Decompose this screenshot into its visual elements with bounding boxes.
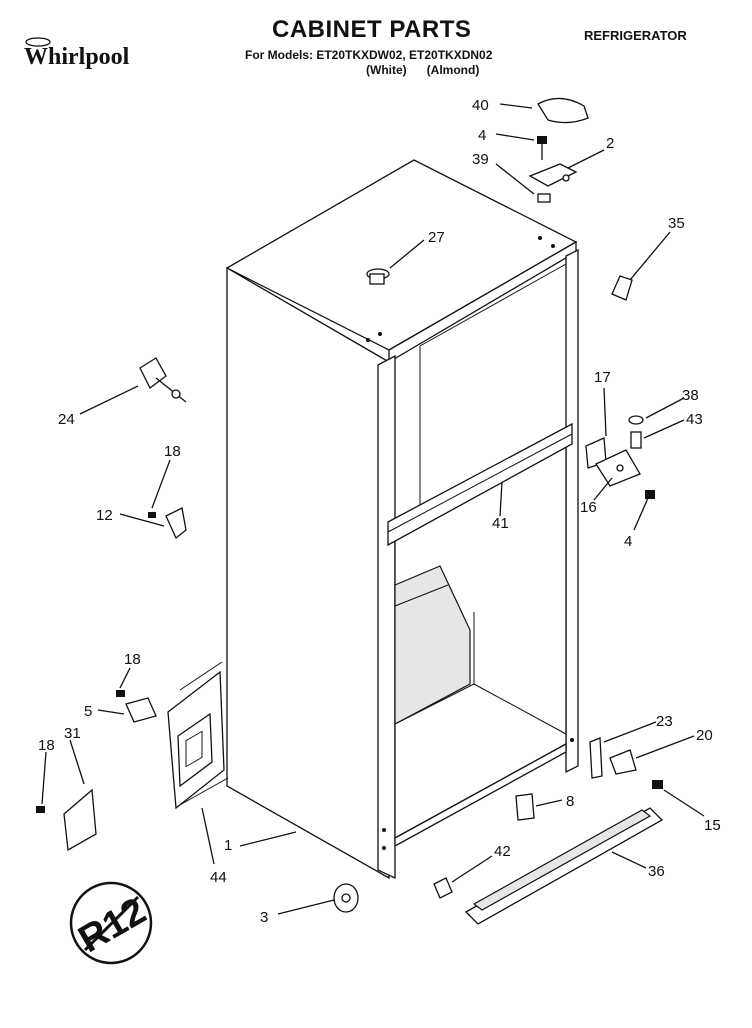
callout-31: 31 <box>64 725 81 742</box>
bottom-hinge <box>589 737 637 779</box>
logo-emblem-icon <box>25 37 51 47</box>
mounting-bracket-lower <box>116 690 157 723</box>
callout-5: 5 <box>84 703 92 720</box>
callout-4-center: 4 <box>624 533 632 550</box>
refrigerant-badge: R12 <box>69 881 153 965</box>
callout-20: 20 <box>696 727 713 744</box>
leader-lines <box>41 103 705 915</box>
callout-labels: 40 4 2 39 35 27 24 17 38 43 18 12 16 41 … <box>38 97 721 926</box>
callout-1: 1 <box>224 837 232 854</box>
callout-12: 12 <box>96 507 113 524</box>
cabinet-shell <box>225 159 579 880</box>
grille-clip <box>433 877 453 899</box>
hinge-pin-cover <box>611 275 633 301</box>
leveling-block <box>515 793 535 821</box>
side-cover-plate <box>36 788 97 852</box>
top-hinge <box>528 163 578 187</box>
callout-17: 17 <box>594 369 611 386</box>
hinge-screw-center <box>645 490 655 499</box>
callout-36: 36 <box>648 863 665 880</box>
product-type: REFRIGERATOR <box>584 28 687 43</box>
callout-39: 39 <box>472 151 489 168</box>
callout-16: 16 <box>580 499 597 516</box>
callout-43: 43 <box>686 411 703 428</box>
callout-44: 44 <box>210 869 227 886</box>
mounting-bracket-upper <box>148 507 187 540</box>
callout-38: 38 <box>682 387 699 404</box>
shelf-support <box>139 357 187 403</box>
callout-3: 3 <box>260 909 268 926</box>
toe-grille <box>464 807 664 925</box>
models-line: For Models: ET20TKXDW02, ET20TKXDN02 <box>245 48 493 62</box>
callout-41: 41 <box>492 515 509 532</box>
callout-42: 42 <box>494 843 511 860</box>
callout-35: 35 <box>668 215 685 232</box>
logo-text: Whirlpool <box>24 44 130 70</box>
bottom-hinge-screw <box>652 780 663 789</box>
callout-24: 24 <box>58 411 75 428</box>
whirlpool-logo: Whirlpool <box>22 34 152 72</box>
callout-23: 23 <box>656 713 673 730</box>
callout-18-lower: 18 <box>38 737 55 754</box>
hinge-screw-top <box>537 136 547 160</box>
hinge-pin-washer <box>628 415 644 449</box>
center-hinge <box>585 437 641 487</box>
callout-40: 40 <box>472 97 489 114</box>
divider-bar <box>387 422 573 547</box>
callout-4-top: 4 <box>478 127 486 144</box>
callout-27: 27 <box>428 229 445 246</box>
variants-line: (White) (Almond) <box>366 63 480 77</box>
hinge-cover <box>537 97 589 124</box>
rear-access-cover <box>167 661 229 810</box>
page-title: CABINET PARTS <box>272 16 472 43</box>
callout-15: 15 <box>704 817 721 834</box>
callout-2: 2 <box>606 135 614 152</box>
callout-18-upper: 18 <box>164 443 181 460</box>
callout-18-mid: 18 <box>124 651 141 668</box>
callout-8: 8 <box>566 793 574 810</box>
hinge-shim <box>537 193 551 203</box>
plug-button <box>366 268 390 285</box>
front-roller <box>333 883 359 913</box>
